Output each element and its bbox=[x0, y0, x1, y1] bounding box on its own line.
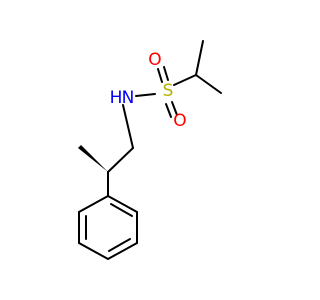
bond-s-o-top-b bbox=[163, 66, 169, 81]
bond-ch3-ch-isopropyl bbox=[195, 74, 222, 94]
bond-ch-ch3-isopropyl bbox=[195, 40, 204, 76]
bond-s-o-bottom-a bbox=[165, 103, 172, 118]
stereo-wedge-bond bbox=[78, 145, 108, 172]
bond-n-ch2 bbox=[122, 104, 134, 149]
bond-ch-s bbox=[173, 74, 197, 86]
phenyl-ring bbox=[78, 194, 138, 261]
nitrogen-hydrogen-label: H bbox=[110, 88, 123, 108]
oxygen-bottom-label: O bbox=[173, 111, 186, 131]
phenyl-double-bond-2 bbox=[108, 238, 131, 252]
bond-s-o-top-a bbox=[157, 68, 163, 83]
oxygen-top-label: O bbox=[148, 50, 161, 70]
structure-canvas: S O O N H bbox=[78, 40, 222, 261]
molecule-diagram: S O O N H bbox=[78, 40, 222, 261]
bond-s-o-bottom-b bbox=[171, 101, 178, 116]
bond-s-n bbox=[135, 93, 156, 97]
nitrogen-label: N bbox=[122, 88, 135, 108]
sulfur-label: S bbox=[163, 81, 174, 101]
phenyl-double-bond-1 bbox=[110, 203, 133, 217]
bond-ch2-ch bbox=[107, 147, 134, 173]
